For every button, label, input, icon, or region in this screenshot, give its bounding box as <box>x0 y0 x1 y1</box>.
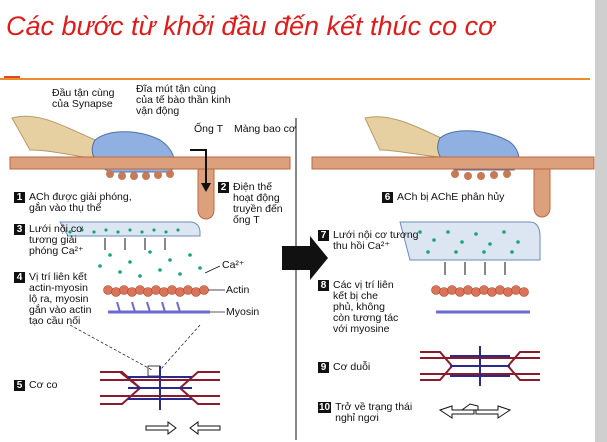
right-edge-strip <box>595 0 607 442</box>
t-tubule-right <box>533 168 551 218</box>
ca-release-arrows <box>104 238 166 250</box>
relaxation-arrows <box>438 403 512 419</box>
junctional-folds-left <box>106 170 174 180</box>
label-synapse-end: Đầu tận cùng của Synapse <box>52 87 115 110</box>
myosin-bands-left <box>128 366 192 410</box>
action-potential-arrow <box>190 149 207 185</box>
t-tubule-left <box>197 168 215 220</box>
label-motor-neuron-end: Đĩa mút tận cùng của tế bào thần kinh vậ… <box>136 83 231 117</box>
label-actin: Actin <box>226 284 250 296</box>
title-divider <box>0 78 590 80</box>
label-myosin: Myosin <box>226 306 260 318</box>
label-t-tubule: Ống T <box>194 123 223 135</box>
actin-filament-left <box>103 285 209 297</box>
sarcolemma-left <box>9 156 291 170</box>
label-sarcolemma: Màng bao cơ <box>234 123 296 135</box>
label-calcium: Ca²⁺ <box>222 259 245 271</box>
slide-title: Các bước từ khởi đầu đến kết thúc co cơ <box>6 11 495 41</box>
transition-arrow <box>282 236 328 280</box>
sarcolemma-right <box>311 156 595 170</box>
calcium-dots-left <box>68 228 202 278</box>
contraction-arrows <box>145 421 221 435</box>
